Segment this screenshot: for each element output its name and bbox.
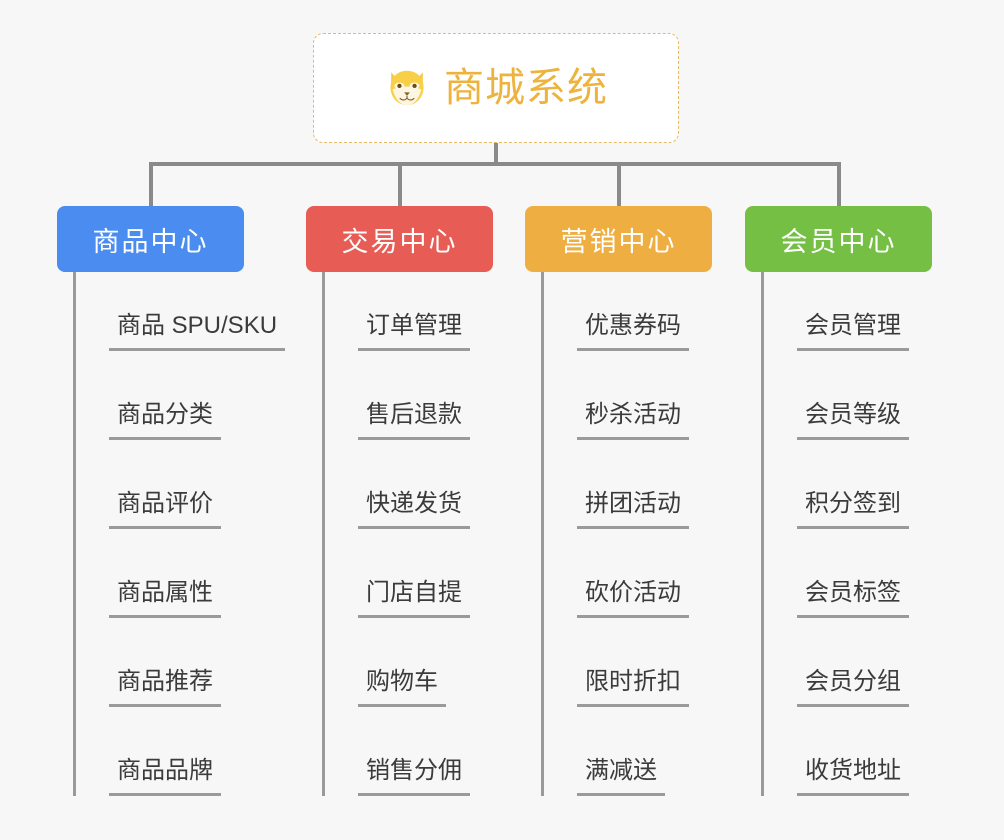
category-box-1[interactable]: 交易中心 [306,206,493,272]
leaf-item[interactable]: 会员分组 [797,670,909,707]
branch-drop-0 [148,162,153,206]
leaf-item[interactable]: 商品推荐 [109,670,221,707]
shiba-inu-dog-face-icon [390,70,424,106]
leaf-item[interactable]: 会员管理 [797,314,909,351]
leaf-item[interactable]: 商品评价 [109,492,221,529]
category-label: 商品中心 [92,226,209,257]
leaf-item[interactable]: 满减送 [577,759,665,796]
leaf-item[interactable]: 订单管理 [358,314,470,351]
category-label: 营销中心 [560,226,677,257]
root-title: 商城系统 [444,66,608,110]
branch-drop-2 [616,162,621,206]
leaf-item[interactable]: 快递发货 [358,492,470,529]
leaf-item[interactable]: 秒杀活动 [577,403,689,440]
leaf-item[interactable]: 限时折扣 [577,670,689,707]
leaf-item[interactable]: 商品品牌 [109,759,221,796]
leaf-item[interactable]: 商品分类 [109,403,221,440]
leaf-item[interactable]: 商品属性 [109,581,221,618]
leaf-item[interactable]: 会员等级 [797,403,909,440]
leaf-item[interactable]: 收货地址 [797,759,909,796]
category-box-3[interactable]: 会员中心 [745,206,932,272]
category-box-0[interactable]: 商品中心 [57,206,244,272]
leaf-item[interactable]: 售后退款 [358,403,470,440]
leaf-item[interactable]: 销售分佣 [358,759,470,796]
root-node[interactable]: 商城系统 [313,33,679,143]
root-stem [494,143,498,166]
branch-drop-3 [836,162,841,206]
hub-bar [150,162,839,166]
leaf-item[interactable]: 购物车 [358,670,446,707]
leaf-item[interactable]: 砍价活动 [577,581,689,618]
leaf-item[interactable]: 门店自提 [358,581,470,618]
leaf-item[interactable]: 积分签到 [797,492,909,529]
category-box-2[interactable]: 营销中心 [525,206,712,272]
leaf-item[interactable]: 优惠券码 [577,314,689,351]
column-spine-3 [761,272,764,796]
category-label: 会员中心 [780,226,897,257]
leaf-item[interactable]: 商品 SPU/SKU [109,314,286,351]
leaf-item[interactable]: 拼团活动 [577,492,689,529]
column-spine-0 [73,272,76,796]
leaf-item[interactable]: 会员标签 [797,581,909,618]
branch-drop-1 [397,162,402,206]
category-label: 交易中心 [341,226,458,257]
column-spine-2 [541,272,544,796]
column-spine-1 [322,272,325,796]
